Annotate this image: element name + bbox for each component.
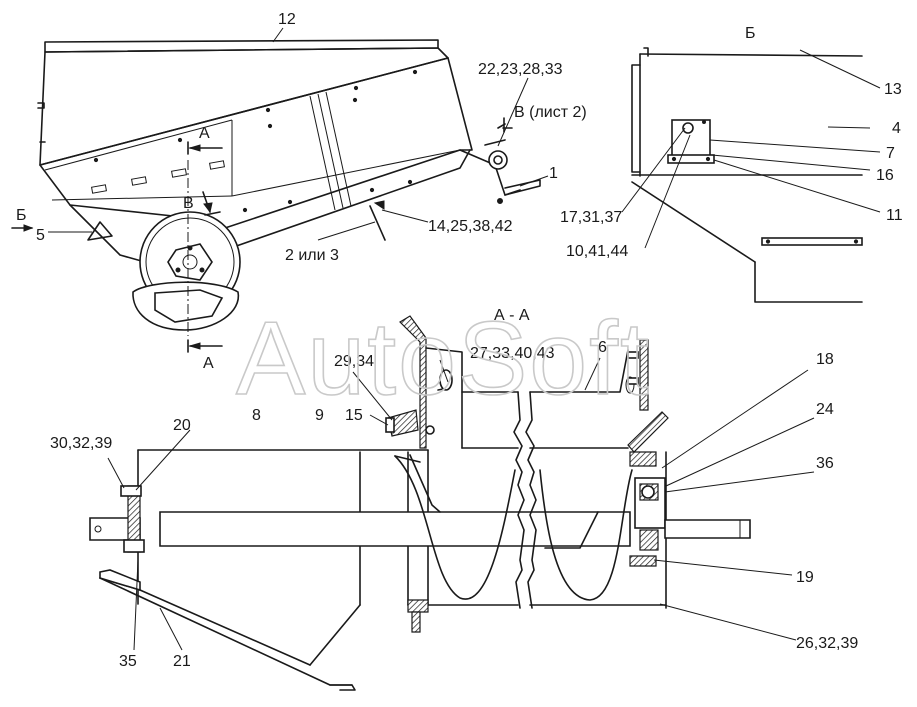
watermark: AutoSoft [236,301,651,417]
label-v-mid: В [183,195,194,212]
section-aa [89,315,815,691]
view-b [621,47,881,303]
label-b-arrow: Б [16,207,27,224]
label-10-41-44: 10,41,44 [566,243,628,260]
label-2-or-3: 2 или 3 [285,247,339,264]
label-16: 16 [876,167,894,184]
label-35: 35 [119,653,137,670]
label-30-32-39-left: 30,32,39 [50,435,112,452]
main-view [11,27,549,353]
label-v-list2: В (лист 2) [514,104,587,121]
label-a-bottom: А [203,355,214,372]
label-6: 6 [598,339,607,356]
view-b-title: Б [745,25,756,42]
label-36: 36 [816,455,834,472]
label-1: 1 [549,165,558,182]
label-12: 12 [278,11,296,28]
label-4: 4 [892,120,901,137]
label-27-33-40-43: 27,33,40,43 [470,345,555,362]
section-aa-title: А - А [494,307,530,324]
label-13: 13 [884,81,902,98]
label-9: 9 [315,407,324,424]
label-24: 24 [816,401,834,418]
label-19: 19 [796,569,814,586]
label-8: 8 [252,407,261,424]
label-7: 7 [886,145,895,162]
label-17-31-37: 17,31,37 [560,209,622,226]
label-14-25-38-42: 14,25,38,42 [428,218,513,235]
label-20: 20 [173,417,191,434]
label-26-32-39: 26,32,39 [796,635,858,652]
label-15: 15 [345,407,363,424]
label-11: 11 [886,207,903,224]
label-18: 18 [816,351,834,368]
label-5: 5 [36,227,45,244]
label-22-23-28-33: 22,23,28,33 [478,61,563,78]
label-29-34: 29,34 [334,353,374,370]
label-a-top: А [199,125,210,142]
labels: 12 22,23,28,33 В (лист 2) А Б В 5 1 14,2… [16,11,903,670]
label-21: 21 [173,653,191,670]
